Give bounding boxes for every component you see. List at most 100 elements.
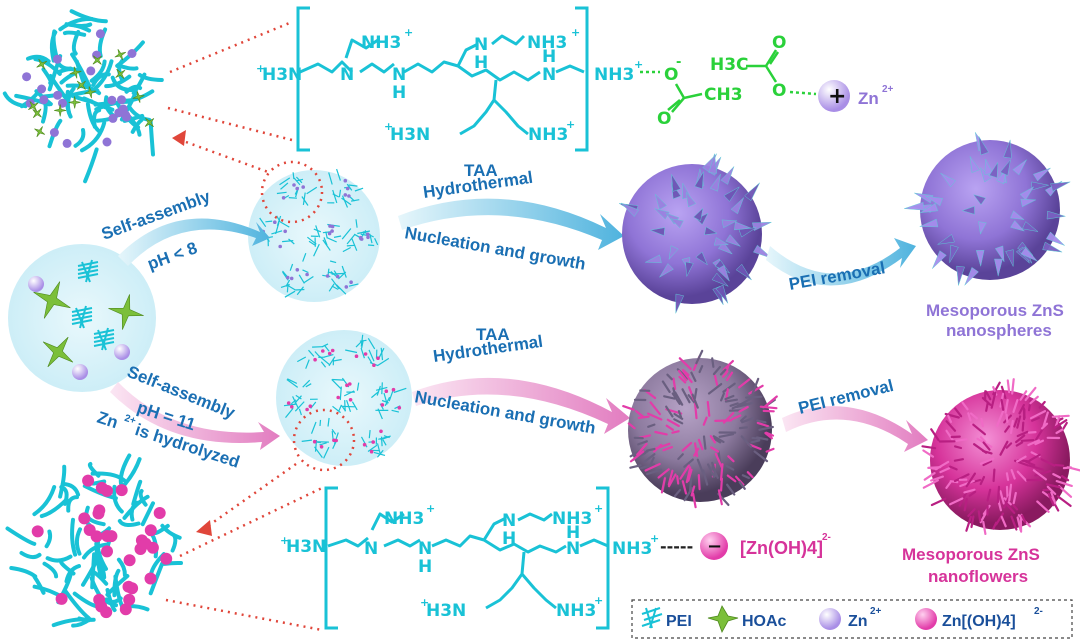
minus-ball-icon <box>700 532 728 560</box>
charge-plus: + <box>594 502 603 515</box>
zn-ball-icon <box>28 276 44 292</box>
ion-ball-icon <box>52 54 62 64</box>
zn-charge: 2+ <box>882 84 894 95</box>
ion-ball-icon <box>153 507 166 519</box>
hoac-star-icon <box>32 108 42 119</box>
nitrogen-atom: N <box>474 35 488 55</box>
bottom-zoom-connectors <box>165 462 323 632</box>
top-zoom-connectors <box>167 20 293 174</box>
methyl-label: H3C <box>710 55 749 75</box>
ion-ball-icon <box>37 84 47 94</box>
h3n-label: H3N <box>426 601 466 621</box>
hoac-star-icon <box>69 66 82 79</box>
pei-icon <box>641 607 663 629</box>
ion-ball-icon <box>95 600 108 613</box>
oxygen-atom: O <box>664 65 678 85</box>
ion-ball-icon <box>53 90 63 100</box>
legend-charge: 2- <box>1034 606 1043 617</box>
product-label: Mesoporous ZnS <box>926 301 1064 320</box>
ion-ball-icon <box>102 137 112 147</box>
nh3-label: NH3 <box>384 509 424 529</box>
charge-plus: + <box>571 26 580 39</box>
charge-plus: + <box>594 594 603 607</box>
ion-ball-icon <box>90 530 103 543</box>
hoac-star-icon <box>28 101 39 112</box>
zn-ball-icon <box>114 344 130 360</box>
hoac-star-icon <box>115 68 126 79</box>
ion-ball-icon <box>117 95 126 105</box>
oxygen-atom: O <box>772 33 786 53</box>
acetate-group: O - O CH3 H3C O O <box>640 33 817 129</box>
legend-label: PEI <box>666 613 692 630</box>
nh3-label: NH3 <box>361 33 401 53</box>
charge-plus: + <box>404 26 413 39</box>
nitrogen-atom: N <box>418 539 432 559</box>
nitrogen-atom: N <box>392 65 406 85</box>
oxygen-atom: O <box>657 109 671 129</box>
arrow-icon <box>412 377 630 434</box>
methyl-label: CH3 <box>704 85 743 105</box>
zn-charge: 2+ <box>123 413 137 427</box>
ion-ball-icon <box>107 95 117 105</box>
product-label: nanospheres <box>946 321 1052 340</box>
product-label: nanoflowers <box>928 567 1028 586</box>
hydrogen-atom: H <box>474 53 488 73</box>
ion-ball-icon <box>86 66 96 76</box>
hoac-star-icon <box>34 126 46 138</box>
nitrogen-atom: N <box>340 65 354 85</box>
ion-ball-icon <box>95 29 105 39</box>
charge-plus: + <box>256 62 265 75</box>
zn-label: Zn <box>858 89 879 108</box>
zn-ball-icon <box>72 364 88 380</box>
hoac-star-icon <box>114 49 126 61</box>
charge-plus: + <box>280 534 289 547</box>
legend: PEI HOAc Zn 2+ Zn[(OH)4] 2- <box>631 599 1073 639</box>
mesoporous-zns-nanosphere <box>904 132 1071 286</box>
arrow-icon <box>782 406 928 452</box>
zincate-label: [Zn(OH)4] <box>740 538 823 558</box>
step-label: Nucleation and growth <box>403 223 587 274</box>
ion-ball-icon <box>95 481 108 494</box>
zn-label: Zn <box>95 408 121 432</box>
nh3-label: NH3 <box>612 539 652 559</box>
precursor-bubble <box>8 244 156 392</box>
arrow-icon <box>766 238 916 286</box>
hoac-star-icon <box>144 117 155 128</box>
hoac-star-icon <box>132 90 145 103</box>
bottom-assembly-bubble <box>276 330 412 472</box>
ion-ball-icon <box>121 110 131 120</box>
zincate-ball-icon <box>915 608 937 630</box>
ion-ball-icon <box>101 545 113 558</box>
nh3-label: NH3 <box>556 601 596 621</box>
hoac-star-icon <box>76 80 86 90</box>
arrowhead-icon <box>196 520 212 536</box>
hoac-star-icon <box>707 605 739 633</box>
ion-ball-icon <box>39 95 49 105</box>
ion-ball-icon <box>58 98 67 108</box>
zincate-charge: 2- <box>822 532 831 543</box>
ion-ball-icon <box>55 592 68 605</box>
ion-ball-icon <box>22 72 32 82</box>
ion-ball-icon <box>115 484 128 497</box>
mesoporous-zns-nanoflower <box>921 378 1080 536</box>
zn-ion: + Zn 2+ <box>818 80 894 112</box>
nitrogen-atom: N <box>566 539 580 559</box>
hoac-star-icon <box>108 294 144 330</box>
nitrogen-atom: N <box>502 511 516 531</box>
top-pei-molecule: NH3 + NH3 + + H3N N N H N H N H NH3 + + … <box>256 6 643 152</box>
hoac-star-icon <box>42 336 74 368</box>
reagent-label: TAA <box>476 325 510 344</box>
hydrogen-atom: H <box>502 529 516 549</box>
hydrogen-atom: H <box>566 523 580 543</box>
charge-plus: + <box>634 58 643 71</box>
hoac-star-icon <box>92 55 102 65</box>
ion-ball-icon <box>126 582 139 595</box>
ion-ball-icon <box>49 128 59 137</box>
hoac-star-icon <box>33 281 71 319</box>
arrow-icon <box>398 198 624 250</box>
legend-label: Zn <box>848 613 868 630</box>
ion-ball-icon <box>123 554 136 567</box>
nitrogen-atom: N <box>542 65 556 85</box>
